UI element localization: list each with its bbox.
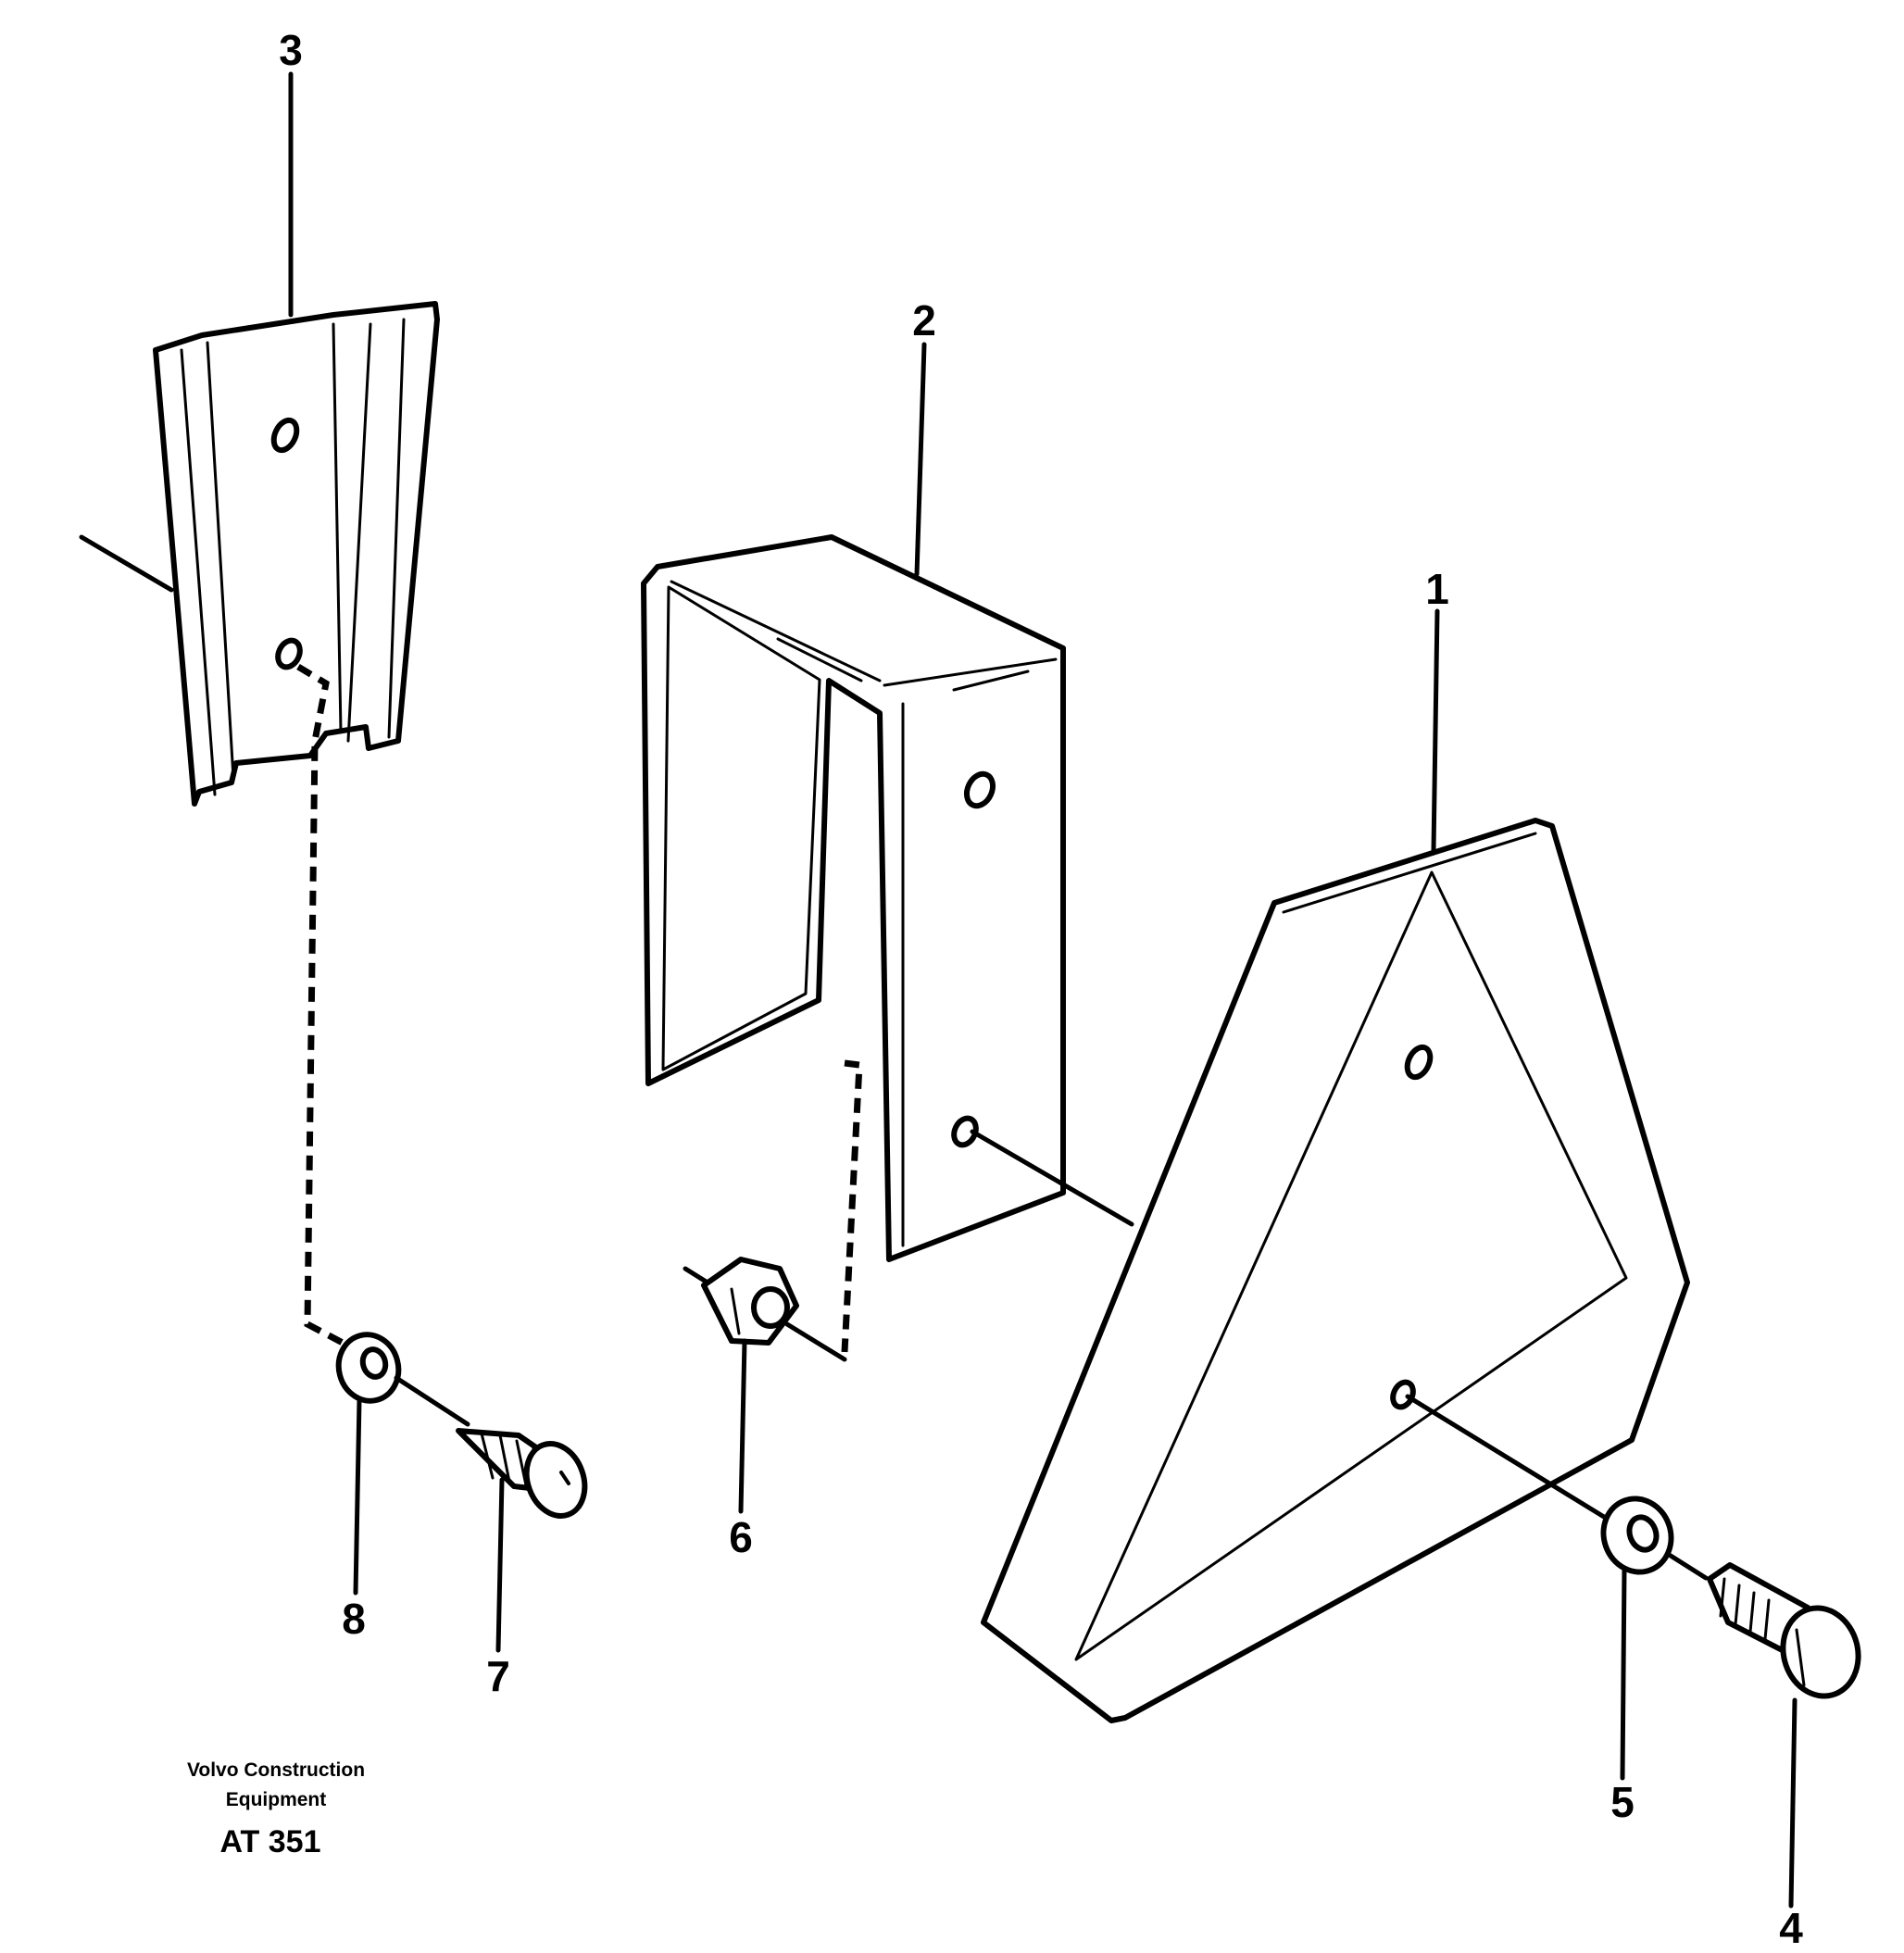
callout-part-2: 2 — [912, 296, 936, 344]
part-6-nut-hole — [751, 1286, 790, 1329]
part-2-mounting-axis — [841, 1059, 863, 1353]
part-1-triangle-reflector — [1074, 870, 1628, 1661]
part-1-reflector-plate — [981, 818, 1690, 1723]
part-6-hex-nut — [683, 1257, 847, 1362]
part-4-bolt-threads — [1719, 1577, 1771, 1641]
part-3-hole-lower — [275, 637, 303, 670]
part-8-to-screw-axis — [394, 1375, 470, 1427]
part-3-axis-line — [79, 534, 174, 593]
part-2-highlight — [952, 670, 1030, 692]
part-2-hole-upper — [963, 770, 996, 809]
callout-part-1: 1 — [1425, 565, 1449, 613]
callout-part-6: 6 — [729, 1513, 753, 1561]
part-3-groove-right-inner — [387, 318, 406, 739]
part-5-washer — [1600, 1496, 1674, 1575]
leader-part-8 — [353, 1397, 362, 1596]
credit-line-1: Volvo Construction — [187, 1759, 365, 1781]
callout-part-8: 8 — [342, 1595, 366, 1643]
leader-part-1 — [1431, 608, 1440, 853]
part-1-hole-upper — [1404, 1044, 1434, 1081]
part-7-screw-slot — [559, 1471, 570, 1485]
leader-part-6 — [738, 1338, 747, 1514]
part-3-mounting-axis — [296, 663, 344, 1346]
part-6-axis-right — [784, 1321, 847, 1362]
leader-part-4 — [1788, 1697, 1798, 1909]
part-3-fold-line — [332, 322, 343, 733]
part-2-u-bracket — [641, 534, 1066, 1262]
part-2-inner-face — [661, 585, 821, 1071]
leader-part-7 — [495, 1477, 505, 1653]
part-7-screw — [456, 1428, 588, 1519]
part-2-to-plate-axis — [970, 1129, 1134, 1227]
part-3-groove-right — [346, 322, 372, 743]
part-8-washer-hole — [359, 1346, 389, 1380]
drawing-code: AT 351 — [220, 1824, 321, 1859]
part-4-head-facet — [1795, 1628, 1806, 1687]
part-2-hole-lower — [951, 1115, 979, 1148]
part-1-top-edge-inner — [1282, 832, 1537, 914]
part-5-washer-hole — [1626, 1514, 1660, 1553]
part-7-screw-head — [523, 1441, 588, 1519]
part-2-body — [641, 534, 1066, 1262]
part-3-groove-left-inner — [206, 341, 235, 780]
part-1-bolt-axis — [1405, 1394, 1607, 1520]
part-2-highlight-left — [776, 637, 863, 682]
part-2-top-fold — [883, 657, 1058, 687]
callout-part-5: 5 — [1610, 1778, 1635, 1826]
washer-5-to-bolt-axis — [1668, 1553, 1709, 1581]
part-1-body — [981, 818, 1690, 1723]
part-8-washer — [335, 1332, 402, 1404]
part-3-groove-left — [180, 348, 217, 796]
leader-part-2 — [914, 342, 927, 577]
part-6-nut-facet — [730, 1287, 741, 1335]
callout-part-4: 4 — [1779, 1904, 1803, 1952]
leader-part-5 — [1620, 1566, 1627, 1781]
part-2-top-inner-edge — [670, 580, 882, 682]
part-3-rail-bracket — [79, 301, 440, 807]
part-4-hex-bolt — [1707, 1562, 1861, 1699]
part-3-body — [153, 301, 440, 807]
credit-line-2: Equipment — [226, 1789, 327, 1810]
part-3-hole-upper — [270, 417, 300, 454]
callout-part-7: 7 — [486, 1652, 510, 1700]
callout-part-3: 3 — [279, 26, 303, 74]
part-7-screw-threads — [480, 1432, 543, 1489]
